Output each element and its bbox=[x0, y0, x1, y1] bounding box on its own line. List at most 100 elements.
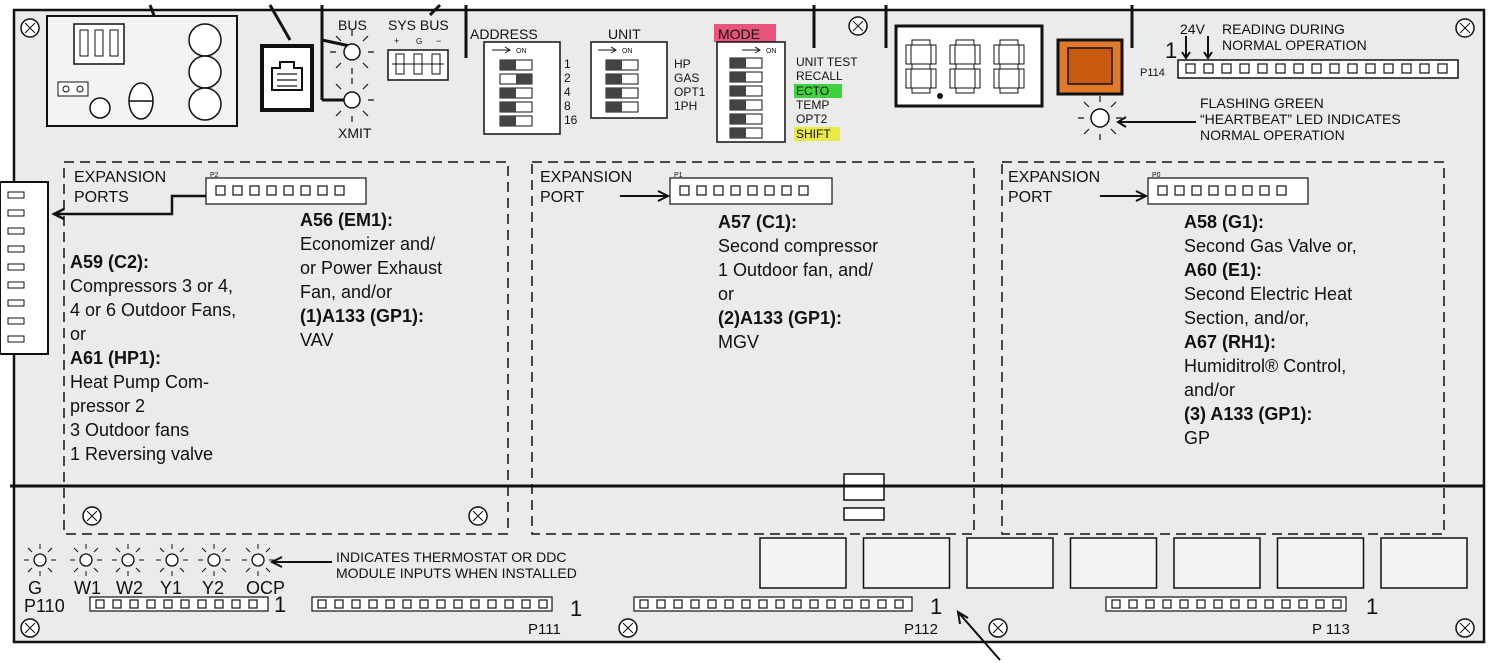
dip-switch-toggle[interactable] bbox=[499, 101, 533, 113]
p110-connector bbox=[89, 596, 269, 612]
p114-label: P114 bbox=[1140, 67, 1165, 79]
connector-pin bbox=[656, 599, 666, 609]
connector-pin bbox=[1332, 599, 1342, 609]
dip-switch-toggle[interactable] bbox=[729, 85, 763, 97]
connector-pin bbox=[521, 599, 531, 609]
left-col1-line: 1 Reversing valve bbox=[70, 444, 213, 464]
connector-pin bbox=[758, 599, 768, 609]
dip-switch-toggle[interactable] bbox=[605, 87, 639, 99]
connector-pin bbox=[7, 299, 25, 307]
mode-option-shift: SHIFT bbox=[796, 127, 831, 141]
right-panel-text: A58 (G1):Second Gas Valve or,A60 (E1):Se… bbox=[1184, 212, 1357, 448]
connector-pin bbox=[7, 281, 25, 289]
unit-title: UNIT bbox=[608, 26, 641, 42]
connector-pin bbox=[1203, 63, 1214, 74]
right-line: A58 (G1): bbox=[1184, 212, 1264, 232]
address-title: ADDRESS bbox=[470, 26, 538, 42]
connector-pin bbox=[1276, 185, 1287, 196]
connector-pin bbox=[232, 185, 243, 196]
connector-pin bbox=[877, 599, 887, 609]
dip-switch-toggle[interactable] bbox=[499, 87, 533, 99]
connector-pin bbox=[249, 185, 260, 196]
middle-expansion-connector bbox=[669, 177, 833, 205]
address-on-label: ON bbox=[516, 48, 527, 55]
connector-pin bbox=[385, 599, 395, 609]
left-col2-line: (1)A133 (GP1): bbox=[300, 306, 424, 326]
address-value-2: 2 bbox=[564, 71, 571, 85]
input-led-label: W2 bbox=[116, 578, 143, 598]
p111-label: P111 bbox=[528, 621, 561, 638]
left-panel-col1: A59 (C2):Compressors 3 or 4,4 or 6 Outdo… bbox=[70, 252, 236, 464]
connector-pin bbox=[696, 185, 707, 196]
connector-pin bbox=[747, 185, 758, 196]
connector-pin bbox=[781, 185, 792, 196]
connector-pin bbox=[826, 599, 836, 609]
right-port-label-1: EXPANSION bbox=[1008, 169, 1100, 186]
dip-switch-toggle[interactable] bbox=[499, 59, 533, 71]
connector-pin bbox=[436, 599, 446, 609]
connector-pin bbox=[538, 599, 548, 609]
p110-label: P110 bbox=[24, 596, 65, 616]
dip-switch-toggle[interactable] bbox=[605, 59, 639, 71]
connector-pin bbox=[146, 599, 156, 609]
left-col1-line: A59 (C2): bbox=[70, 252, 149, 272]
dip-switch-toggle[interactable] bbox=[499, 73, 533, 85]
relay-block bbox=[1380, 537, 1468, 589]
connector-pin bbox=[7, 263, 25, 271]
connector-pin bbox=[1239, 63, 1250, 74]
unit-dip-switch: ON bbox=[590, 41, 668, 119]
connector-pin bbox=[1145, 599, 1155, 609]
connector-pin bbox=[1221, 63, 1232, 74]
dip-switch-toggle[interactable] bbox=[605, 73, 639, 85]
p112-arrow bbox=[956, 610, 1001, 661]
connector-pin bbox=[724, 599, 734, 609]
heartbeat-arrow bbox=[1116, 116, 1196, 128]
connector-pin bbox=[1264, 599, 1274, 609]
p111-connector bbox=[311, 596, 553, 612]
connector-pin bbox=[7, 191, 25, 199]
connector-pin bbox=[266, 185, 277, 196]
connector-pin bbox=[1365, 63, 1376, 74]
left-col1-line: Heat Pump Com- bbox=[70, 372, 209, 392]
input-leds-note-2: MODULE INPUTS WHEN INSTALLED bbox=[336, 565, 577, 581]
screw-icon bbox=[82, 506, 102, 526]
center-jumper-block bbox=[843, 473, 885, 521]
left-col1-line: 4 or 6 Outdoor Fans, bbox=[70, 300, 236, 320]
dip-switch-toggle[interactable] bbox=[729, 127, 763, 139]
connector-pin bbox=[504, 599, 514, 609]
screw-icon bbox=[988, 618, 1008, 638]
dip-switch-toggle[interactable] bbox=[729, 99, 763, 111]
input-led-label: Y1 bbox=[160, 578, 182, 598]
right-port-label-2: PORT bbox=[1008, 189, 1052, 206]
left-col2-line: A56 (EM1): bbox=[300, 210, 393, 230]
reset-button[interactable] bbox=[1056, 38, 1124, 96]
connector-pin bbox=[1247, 599, 1257, 609]
mode-title-highlight bbox=[714, 24, 776, 42]
relay-block bbox=[862, 537, 951, 589]
dip-switch-toggle[interactable] bbox=[729, 57, 763, 69]
connector-pin bbox=[1128, 599, 1138, 609]
connector-pin bbox=[1347, 63, 1358, 74]
left-port-label-1: EXPANSION bbox=[74, 169, 166, 186]
dip-switch-toggle[interactable] bbox=[499, 115, 533, 127]
connector-pin bbox=[163, 599, 173, 609]
address-value-16: 16 bbox=[564, 113, 578, 127]
connector-pin bbox=[1242, 185, 1253, 196]
p114-reading-label: READING DURING bbox=[1222, 21, 1345, 37]
p112-pin1: 1 bbox=[930, 594, 942, 619]
connector-pin bbox=[300, 185, 311, 196]
dip-switch-toggle[interactable] bbox=[605, 101, 639, 113]
dip-switch-toggle[interactable] bbox=[729, 113, 763, 125]
mode-option-temp: TEMP bbox=[796, 98, 829, 112]
right-port-arrow bbox=[1100, 190, 1149, 202]
xmit-label: XMIT bbox=[338, 125, 372, 141]
heartbeat-line3: NORMAL OPERATION bbox=[1200, 127, 1345, 143]
p114-arrows bbox=[1181, 36, 1213, 60]
dip-switch-toggle[interactable] bbox=[729, 71, 763, 83]
connector-pin bbox=[1293, 63, 1304, 74]
connector-pin bbox=[679, 185, 690, 196]
middle-line: (2)A133 (GP1): bbox=[718, 308, 842, 328]
right-line: (3) A133 (GP1): bbox=[1184, 404, 1312, 424]
unit-option-gas: GAS bbox=[674, 71, 699, 85]
